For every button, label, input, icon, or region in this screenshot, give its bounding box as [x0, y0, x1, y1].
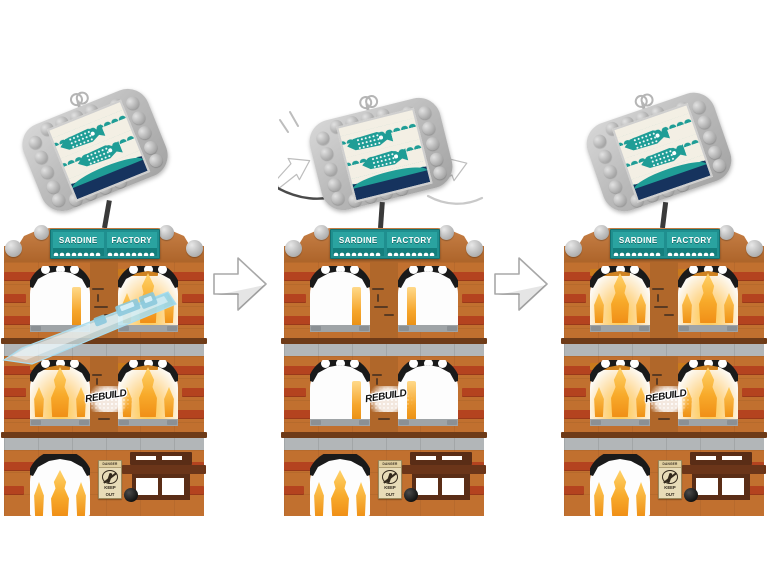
- sign-word-left: SARDINE: [58, 235, 98, 245]
- window-f2-left: [310, 360, 370, 426]
- ledge-2: [281, 432, 487, 438]
- danger-keep-out-sign: DANGER KEEP OUT: [378, 460, 402, 499]
- window-f1-left: [590, 266, 650, 332]
- danger-line1: KEEP: [104, 485, 116, 490]
- delivery-cart: [682, 452, 768, 504]
- finial-right: [466, 240, 483, 257]
- ledge-1: [281, 338, 487, 344]
- window-f1-left: [30, 266, 90, 332]
- panel-step-after: SARDINE FACTORY: [558, 0, 768, 576]
- band-1: [564, 344, 764, 356]
- danger-header: DANGER: [662, 462, 678, 466]
- window-f1-left: [310, 266, 370, 332]
- window-f3-left: [30, 454, 90, 516]
- factory-building: SARDINE FACTORY: [1, 225, 207, 516]
- finial-inner-right: [439, 225, 454, 240]
- step-arrow-1: [208, 254, 270, 314]
- sardine-can-sign: [15, 82, 175, 218]
- danger-line2: OUT: [105, 492, 115, 497]
- finial-inner-left: [594, 225, 609, 240]
- window-f2-left: [590, 360, 650, 426]
- factory-building: SARDINE FACTORY: [561, 225, 767, 516]
- finial-right: [186, 240, 203, 257]
- danger-header: DANGER: [102, 462, 118, 466]
- cart-wheel: [124, 488, 138, 502]
- rebuild-graffiti: REBUILD: [362, 386, 414, 412]
- ice-beam: [0, 286, 183, 366]
- band-2: [4, 438, 204, 450]
- danger-line1: KEEP: [384, 485, 396, 490]
- danger-header: DANGER: [382, 462, 398, 466]
- floor-2: REBUILD: [4, 356, 204, 438]
- factory-building: SARDINE FACTORY: [281, 225, 487, 516]
- floor-2: REBUILD: [284, 356, 484, 438]
- ledge-2: [1, 432, 207, 438]
- floor-1: [564, 262, 764, 344]
- delivery-cart: [122, 452, 208, 504]
- sign-word-right: FACTORY: [671, 235, 713, 245]
- no-entry-icon: [662, 470, 678, 484]
- floor-1: [284, 262, 484, 344]
- sign-pole: [378, 201, 385, 229]
- ledge-1: [1, 338, 207, 344]
- sardine-can-sign: [304, 93, 458, 215]
- sign-word-right: FACTORY: [111, 235, 153, 245]
- finial-inner-left: [34, 225, 49, 240]
- step-arrow-2: [489, 254, 551, 314]
- sign-word-right: FACTORY: [391, 235, 433, 245]
- sign-pole: [102, 199, 112, 229]
- floor-3: DANGER KEEP OUT: [564, 450, 766, 516]
- floor-2: REBUILD: [564, 356, 764, 438]
- sign-pole: [660, 201, 669, 229]
- danger-keep-out-sign: DANGER KEEP OUT: [658, 460, 682, 499]
- window-f1-right: [398, 266, 458, 332]
- finial-left: [285, 240, 302, 257]
- sardine-factory-sign: SARDINE FACTORY: [50, 229, 160, 259]
- sardine-can-sign: [580, 86, 738, 218]
- delivery-cart: [402, 452, 488, 504]
- panel-step-before: SARDINE FACTORY: [0, 0, 208, 576]
- no-entry-icon: [382, 470, 398, 484]
- danger-line1: KEEP: [664, 485, 676, 490]
- ledge-1: [561, 338, 767, 344]
- sign-word-left: SARDINE: [618, 235, 658, 245]
- panel-step-during: SARDINE FACTORY: [272, 0, 488, 576]
- danger-keep-out-sign: DANGER KEEP OUT: [98, 460, 122, 499]
- sign-word-left: SARDINE: [338, 235, 378, 245]
- finial-inner-right: [159, 225, 174, 240]
- floor-3: DANGER KEEP OUT: [284, 450, 486, 516]
- cart-wheel: [404, 488, 418, 502]
- no-entry-icon: [102, 470, 118, 484]
- ledge-2: [561, 432, 767, 438]
- finial-left: [565, 240, 582, 257]
- rebuild-graffiti: REBUILD: [82, 386, 134, 412]
- finial-inner-right: [719, 225, 734, 240]
- floor-3: DANGER KEEP OUT: [4, 450, 206, 516]
- band-2: [284, 438, 484, 450]
- sardine-factory-sign: SARDINE FACTORY: [330, 229, 440, 259]
- finial-right: [746, 240, 763, 257]
- band-1: [284, 344, 484, 356]
- danger-line2: OUT: [665, 492, 675, 497]
- window-f3-left: [310, 454, 370, 516]
- rebuild-graffiti: REBUILD: [642, 386, 694, 412]
- finial-left: [5, 240, 22, 257]
- window-f1-right: [678, 266, 738, 332]
- window-f3-left: [590, 454, 650, 516]
- finial-inner-left: [314, 225, 329, 240]
- band-2: [564, 438, 764, 450]
- cart-wheel: [684, 488, 698, 502]
- sardine-factory-sign: SARDINE FACTORY: [610, 229, 720, 259]
- danger-line2: OUT: [385, 492, 395, 497]
- window-f2-left: [30, 360, 90, 426]
